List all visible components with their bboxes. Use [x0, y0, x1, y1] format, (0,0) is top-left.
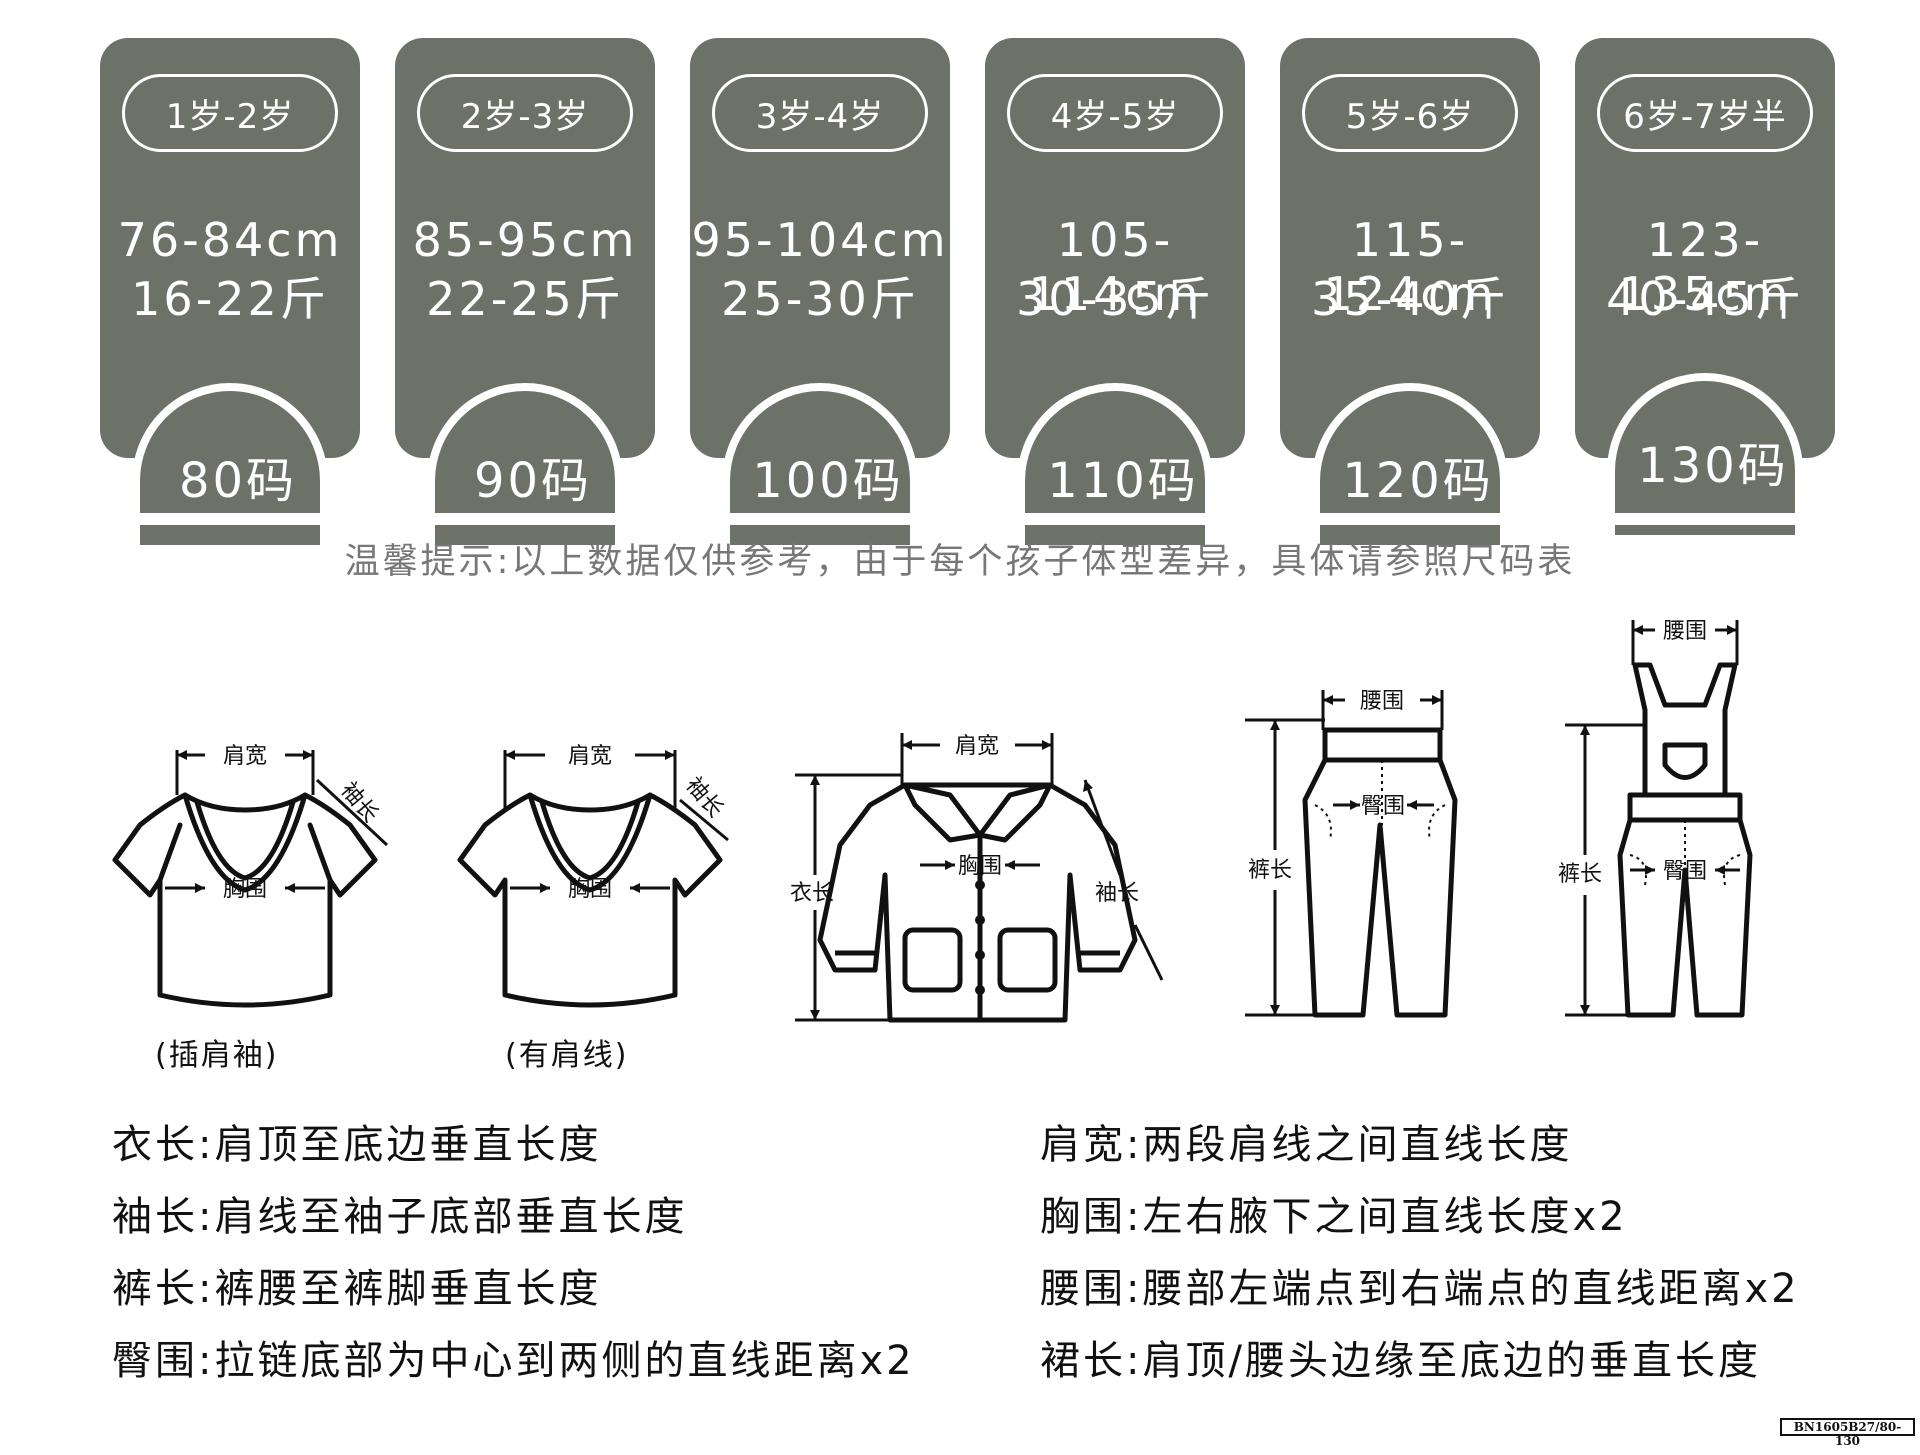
size-badge: 110码 [1017, 383, 1213, 553]
size-card-80: 1岁-2岁 76-84cm 16-22斤 80码 [100, 38, 360, 553]
height-range: 115-124cm [1323, 213, 1497, 321]
size-badge: 80码 [132, 383, 328, 553]
size-card-100: 3岁-4岁 95-104cm 25-30斤 100码 [690, 38, 950, 553]
size-label: 100码 [752, 453, 904, 509]
waist-label: 腰围 [1360, 689, 1404, 714]
weight-range: 22-25斤 [426, 272, 624, 326]
age-range: 2岁-3岁 [417, 74, 633, 152]
definition-item: 腰围:腰部左端点到右端点的直线距离x2 [1040, 1266, 1800, 1312]
measurement-definitions: 衣长:肩顶至底边垂直长度 袖长:肩线至袖子底部垂直长度 裤长:裤腰至裤脚垂直长度… [0, 1112, 1920, 1412]
definition-item: 肩宽:两段肩线之间直线长度 [1040, 1122, 1573, 1168]
size-badge: 120码 [1312, 383, 1508, 553]
size-label: 120码 [1342, 453, 1494, 509]
size-card-90: 2岁-3岁 85-95cm 22-25斤 90码 [395, 38, 655, 553]
size-badge: 100码 [722, 383, 918, 553]
size-label: 130码 [1637, 438, 1789, 494]
size-badge: 90码 [427, 383, 623, 553]
size-card-120: 5岁-6岁 115-124cm 35-40斤 120码 [1280, 38, 1540, 553]
age-range: 4岁-5岁 [1007, 74, 1223, 152]
tshirt-raglan-diagram: 肩宽 胸围 袖长 [105, 730, 405, 1030]
tshirt-seam-diagram: 肩宽 胸围 袖长 [450, 730, 750, 1030]
height-range: 95-104cm [691, 213, 949, 267]
weight-range: 35-40斤 [1311, 272, 1509, 326]
size-cards: 1岁-2岁 76-84cm 16-22斤 80码 2岁-3岁 85-95cm 2… [0, 0, 1920, 553]
warm-tip: 温馨提示:以上数据仅供参考，由于每个孩子体型差异，具体请参照尺码表 [344, 542, 1576, 582]
shoulder-label: 肩宽 [568, 744, 612, 769]
height-range: 105-114cm [1028, 213, 1202, 321]
size-label: 110码 [1047, 453, 1199, 509]
shoulder-label: 肩宽 [223, 744, 267, 769]
chest-label: 胸围 [223, 877, 267, 902]
seam-caption: (有肩线) [505, 1038, 629, 1073]
height-range: 76-84cm [117, 213, 343, 267]
pants-illustration: 腰围 臀围 裤长 [1245, 689, 1458, 1018]
hip-label: 臀围 [1361, 794, 1405, 819]
height-range: 123-135cm [1618, 213, 1792, 321]
definition-item: 裙长:肩顶/腰头边缘至底边的垂直长度 [1040, 1338, 1761, 1384]
age-range: 3岁-4岁 [712, 74, 928, 152]
weight-range: 25-30斤 [721, 272, 919, 326]
weight-range: 40-45斤 [1606, 272, 1804, 326]
definition-item: 袖长:肩线至袖子底部垂直长度 [112, 1194, 688, 1240]
overalls-illustration: 腰围 臀围 裤长 [1558, 619, 1753, 1018]
weight-range: 16-22斤 [131, 272, 329, 326]
length-label: 裤长 [1558, 862, 1602, 887]
pants-diagram: 腰围 臀围 裤长 [1245, 675, 1465, 1035]
hip-label: 臀围 [1663, 859, 1707, 884]
definition-item: 裤长:裤腰至裤脚垂直长度 [112, 1266, 602, 1312]
length-label: 裤长 [1248, 858, 1292, 883]
jacket-illustration: 肩宽 胸围 衣长 袖长 [790, 733, 1164, 1023]
overalls-diagram: 腰围 臀围 裤长 [1555, 605, 1780, 1035]
divider [0, 513, 1920, 525]
weight-range: 30-35斤 [1016, 272, 1214, 326]
size-card-130: 6岁-7岁半 123-135cm 40-45斤 130码 [1575, 38, 1835, 543]
size-card-110: 4岁-5岁 105-114cm 30-35斤 110码 [985, 38, 1245, 553]
shoulder-label: 肩宽 [955, 734, 999, 759]
definition-item: 胸围:左右腋下之间直线长度x2 [1040, 1194, 1628, 1240]
chest-label: 胸围 [568, 877, 612, 902]
age-range: 5岁-6岁 [1302, 74, 1518, 152]
tshirt-raglan-illustration: 肩宽 胸围 袖长 [112, 744, 389, 1008]
sleeve-label: 袖长 [680, 773, 727, 823]
tshirt-seam-illustration: 肩宽 胸围 袖长 [457, 744, 729, 1008]
definition-item: 衣长:肩顶至底边垂直长度 [112, 1122, 602, 1168]
jacket-diagram: 肩宽 胸围 衣长 袖长 [790, 725, 1180, 1035]
size-label: 90码 [473, 453, 593, 509]
length-label: 衣长 [790, 881, 834, 906]
height-range: 85-95cm [412, 213, 638, 267]
sleeve-label: 袖长 [1095, 881, 1139, 906]
size-label: 80码 [178, 453, 298, 509]
chest-label: 胸围 [958, 854, 1002, 879]
waist-label: 腰围 [1663, 619, 1707, 644]
age-range: 6岁-7岁半 [1597, 74, 1813, 152]
age-range: 1岁-2岁 [122, 74, 338, 152]
raglan-caption: (插肩袖) [155, 1038, 279, 1073]
definition-item: 臀围:拉链底部为中心到两侧的直线距离x2 [112, 1338, 915, 1384]
product-code: BN1605B27/80-130 [1780, 1418, 1915, 1448]
